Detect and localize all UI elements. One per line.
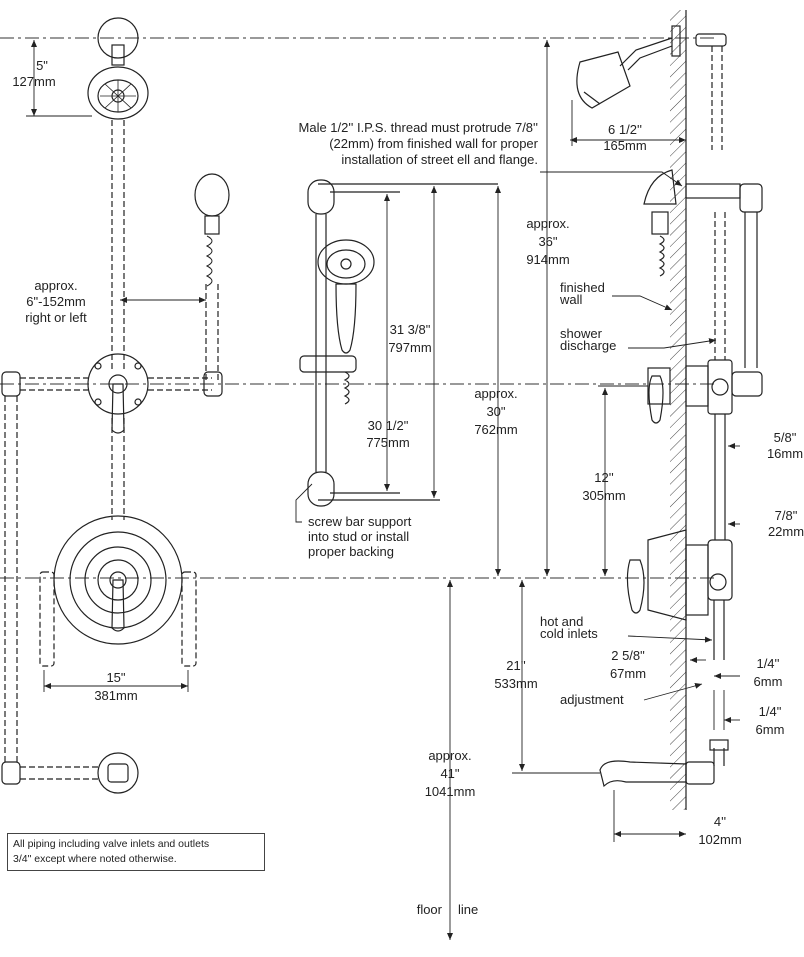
spout-reach-label: 4''102mm — [698, 814, 741, 847]
bar-length-label: 31 3/8"797mm — [388, 322, 431, 355]
head-height-label: approx.36"914mm — [526, 216, 569, 267]
front-view — [1, 17, 230, 794]
pipe-7-8-label: 7/8"22mm — [768, 508, 804, 539]
piping-note: All piping including valve inlets and ou… — [7, 833, 265, 871]
line-label: line — [458, 902, 478, 917]
finished-wall-hatch — [670, 10, 687, 810]
slide-bar — [299, 179, 498, 507]
piping-note-line-2: 3/4" except where noted otherwise. — [13, 853, 177, 865]
dimension-lines — [26, 40, 740, 940]
valve-height-label: approx.41"1041mm — [425, 748, 476, 799]
spout-height-label: 21''533mm — [494, 658, 537, 691]
arm-reach-label: 6 1/2''165mm — [603, 122, 646, 153]
bar-centers-label: 30 1/2"775mm — [366, 418, 409, 450]
bar-height-label: approx.30"762mm — [474, 386, 517, 437]
side-view — [576, 25, 763, 788]
inlet-spacing-label: 15"381mm — [94, 670, 137, 703]
gap-a-label: 1/4''6mm — [754, 656, 783, 689]
gap-b-label: 1/4"6mm — [756, 704, 785, 737]
diverter-rise-label: 12''305mm — [582, 470, 625, 503]
pipe-5-8-label: 5/8"16mm — [767, 430, 803, 461]
adjustment-label: adjustment — [560, 692, 624, 707]
head-drop-label: 5"127mm — [12, 58, 55, 89]
piping-note-line-1: All piping including valve inlets and ou… — [13, 838, 210, 850]
floor-label: floor — [417, 902, 443, 917]
thread-note: Male 1/2'' I.P.S. thread must protrude 7… — [299, 120, 539, 167]
depth-label: 2 5/8"67mm — [610, 648, 646, 681]
